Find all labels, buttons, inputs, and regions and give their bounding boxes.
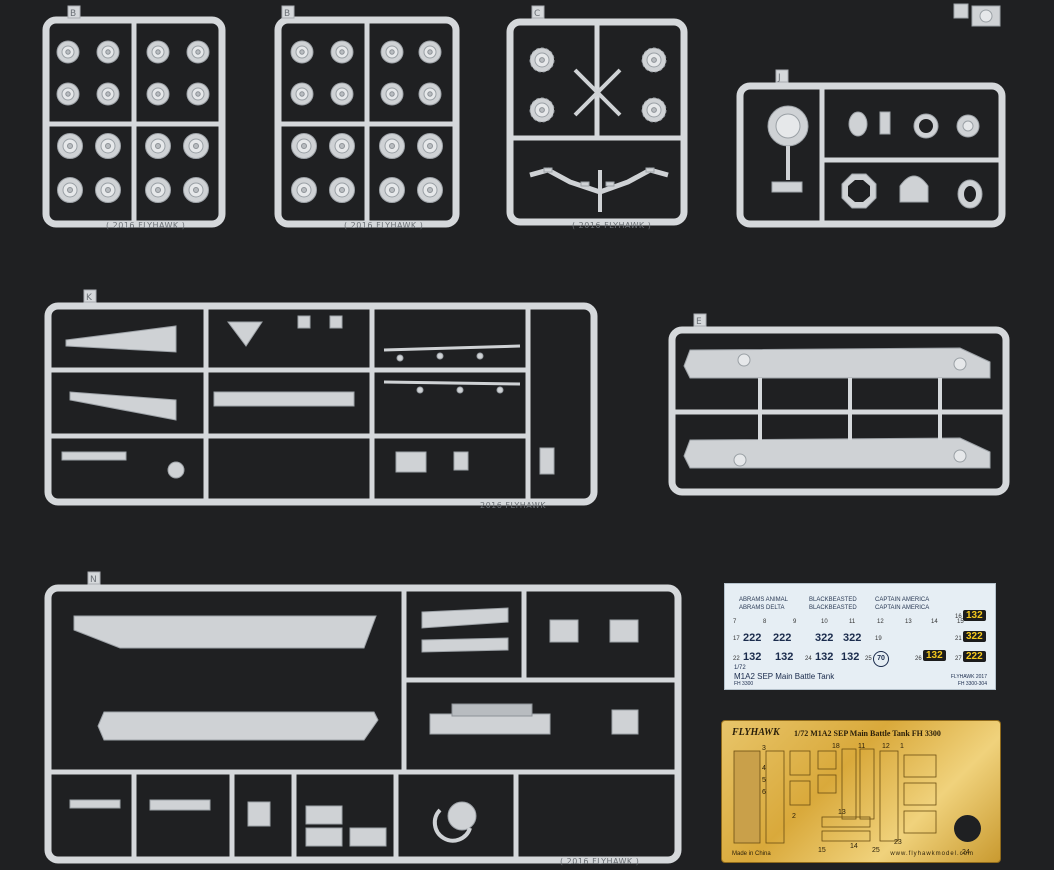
decal-number: 222 — [773, 632, 792, 644]
decal-index: 22 — [733, 656, 740, 662]
decal-index: 21 — [955, 636, 962, 642]
decal-index: 11 — [849, 619, 856, 625]
decal-index: 8 — [763, 619, 767, 625]
decal-number: 322 — [843, 632, 862, 644]
sprue-b-right-letter: B — [284, 9, 290, 19]
decal-index: 26 — [915, 656, 922, 662]
decal-index: 15 — [957, 619, 964, 625]
decal-code: BLACKBEASTED — [809, 597, 857, 603]
sprue-k-letter: K — [86, 293, 93, 303]
decal-index: 17 — [733, 636, 740, 642]
sprue-b-right: B ( 2016 FLYHAWK ) — [274, 5, 460, 230]
pe-made-in: Made in China — [732, 851, 771, 857]
pe-part-number: 24 — [962, 849, 970, 856]
pe-part-number: 14 — [850, 843, 858, 850]
sprue-k: K 2016 FLYHAWK — [44, 289, 598, 510]
small-parts-top-right — [953, 3, 1001, 27]
sprue-b-left-letter: B — [70, 9, 76, 19]
decal-number: 322 — [815, 632, 834, 644]
pe-part-number: 23 — [894, 839, 902, 846]
decal-circle-number: 70 — [873, 651, 889, 667]
decal-index: 13 — [905, 619, 912, 625]
decal-index: 12 — [877, 619, 884, 625]
pe-mounting-hole — [954, 815, 981, 842]
decal-number-yellow: 222 — [963, 651, 986, 662]
decal-number: 132 — [841, 651, 860, 663]
decal-code-number: FH 3300 — [734, 681, 754, 687]
decal-index: 9 — [793, 619, 797, 625]
pe-part-number: 1 — [900, 743, 904, 750]
decal-code: ABRAMS DELTA — [739, 605, 785, 611]
decal-title: M1A2 SEP Main Battle Tank — [734, 672, 835, 681]
decal-number: 222 — [743, 632, 762, 644]
decal-index: 24 — [805, 656, 812, 662]
decal-number: 132 — [743, 651, 762, 663]
decal-code: BLACKBEASTED — [809, 605, 857, 611]
sprue-e-letter: E — [696, 317, 702, 327]
decal-number: 132 — [775, 651, 794, 663]
decal-scale: 1/72 — [734, 665, 746, 671]
pe-part-number: 13 — [838, 809, 846, 816]
decal-code: CAPTAIN AMERICA — [875, 605, 930, 611]
decal-number-yellow: 132 — [963, 610, 986, 621]
pe-part-number: 6 — [762, 789, 766, 796]
sprue-k-copyright: 2016 FLYHAWK — [480, 501, 546, 510]
sprue-e: E — [668, 313, 1010, 496]
decal-number: 132 — [815, 651, 834, 663]
pe-part-number: 11 — [858, 743, 866, 750]
decal-index: 7 — [733, 619, 737, 625]
pe-part-number: 5 — [762, 777, 766, 784]
pe-title: 1/72 M1A2 SEP Main Battle Tank FH 3300 — [794, 729, 941, 738]
decal-index: 10 — [821, 619, 828, 625]
pe-website: www.flyhawkmodel.com — [890, 851, 974, 857]
pe-part-number: 18 — [832, 743, 840, 750]
sprue-j: J — [736, 69, 1006, 228]
decal-index: 14 — [931, 619, 938, 625]
photo-etch-fret: FLYHAWK 1/72 M1A2 SEP Main Battle Tank F… — [721, 720, 1001, 863]
sprue-c-letter: C — [534, 9, 540, 19]
pe-part-number: 12 — [882, 743, 890, 750]
decal-brand: FLYHAWK 2017 — [950, 674, 987, 680]
sprue-b-right-copyright: ( 2016 FLYHAWK ) — [344, 221, 423, 230]
decal-code: CAPTAIN AMERICA — [875, 597, 930, 603]
sprue-j-letter: J — [777, 73, 781, 83]
sprue-b-left: B ( 2016 FLYHAWK ) — [42, 5, 226, 230]
decal-number-yellow: 132 — [923, 650, 946, 661]
decal-index: 16 — [955, 614, 962, 620]
pe-part-number: 25 — [872, 847, 880, 854]
decal-number-yellow: 322 — [963, 631, 986, 642]
photo-etch-parts — [733, 748, 937, 844]
pe-part-number: 4 — [762, 765, 766, 772]
pe-part-number: 15 — [818, 847, 826, 854]
pe-part-number: 2 — [792, 813, 796, 820]
sprue-c: C ( 2016 FLYHAWK ) — [506, 5, 688, 230]
decal-code-number-2: FH 3300-304 — [957, 681, 987, 687]
pe-brand-logo: FLYHAWK — [732, 727, 780, 738]
sprue-n: N ( 2016 FLYHAWK ) — [44, 571, 682, 866]
sprue-c-copyright: ( 2016 FLYHAWK ) — [572, 221, 651, 230]
decal-sheet: ABRAMS ANIMAL BLACKBEASTED CAPTAIN AMERI… — [724, 583, 996, 690]
sprue-n-letter: N — [90, 575, 97, 585]
decal-index: 25 — [865, 656, 872, 662]
decal-code: ABRAMS ANIMAL — [739, 597, 789, 603]
pe-part-number: 3 — [762, 745, 766, 752]
sprue-n-copyright: ( 2016 FLYHAWK ) — [560, 857, 639, 866]
sprue-b-left-copyright: ( 2016 FLYHAWK ) — [106, 221, 185, 230]
decal-index: 27 — [955, 656, 962, 662]
decal-index: 19 — [875, 636, 882, 642]
